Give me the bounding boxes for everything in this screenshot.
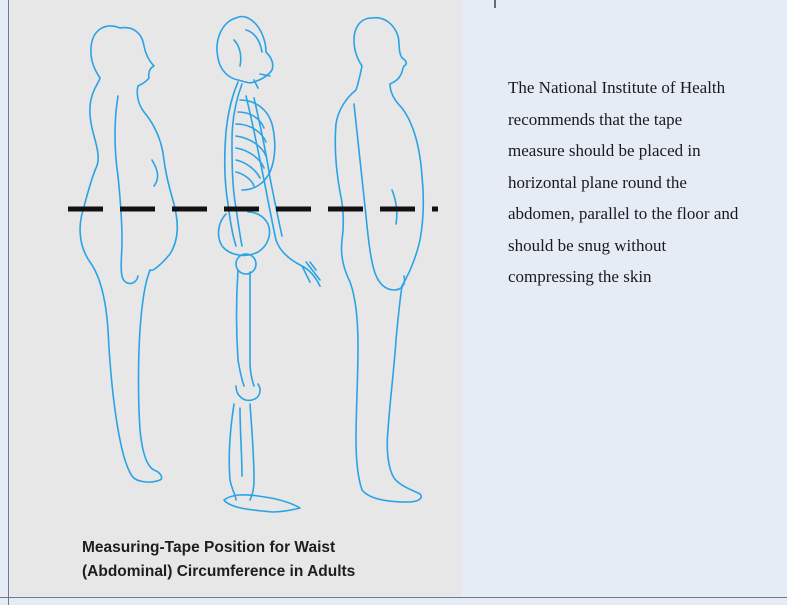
note-line-3: measure should be placed in xyxy=(508,135,786,167)
guideline-text: The National Institute of Health recomme… xyxy=(508,72,786,293)
bottom-border xyxy=(0,597,787,598)
note-line-7: compressing the skin xyxy=(508,261,786,293)
caption-line-2: (Abdominal) Circumference in Adults xyxy=(82,560,442,584)
skeleton-illustration xyxy=(217,17,320,513)
body-outlines-illustration xyxy=(10,0,462,520)
male-silhouette xyxy=(335,18,423,502)
note-line-1: The National Institute of Health xyxy=(508,72,786,104)
note-line-2: recommends that the tape xyxy=(508,104,786,136)
left-border xyxy=(8,0,9,605)
note-line-4: horizontal plane round the xyxy=(508,167,786,199)
note-line-6: should be snug without xyxy=(508,230,786,262)
top-tick-mark xyxy=(494,0,496,8)
figure-caption: Measuring-Tape Position for Waist (Abdom… xyxy=(82,536,442,584)
female-silhouette xyxy=(80,26,177,482)
caption-line-1: Measuring-Tape Position for Waist xyxy=(82,536,442,560)
note-line-5: abdomen, parallel to the floor and xyxy=(508,198,786,230)
